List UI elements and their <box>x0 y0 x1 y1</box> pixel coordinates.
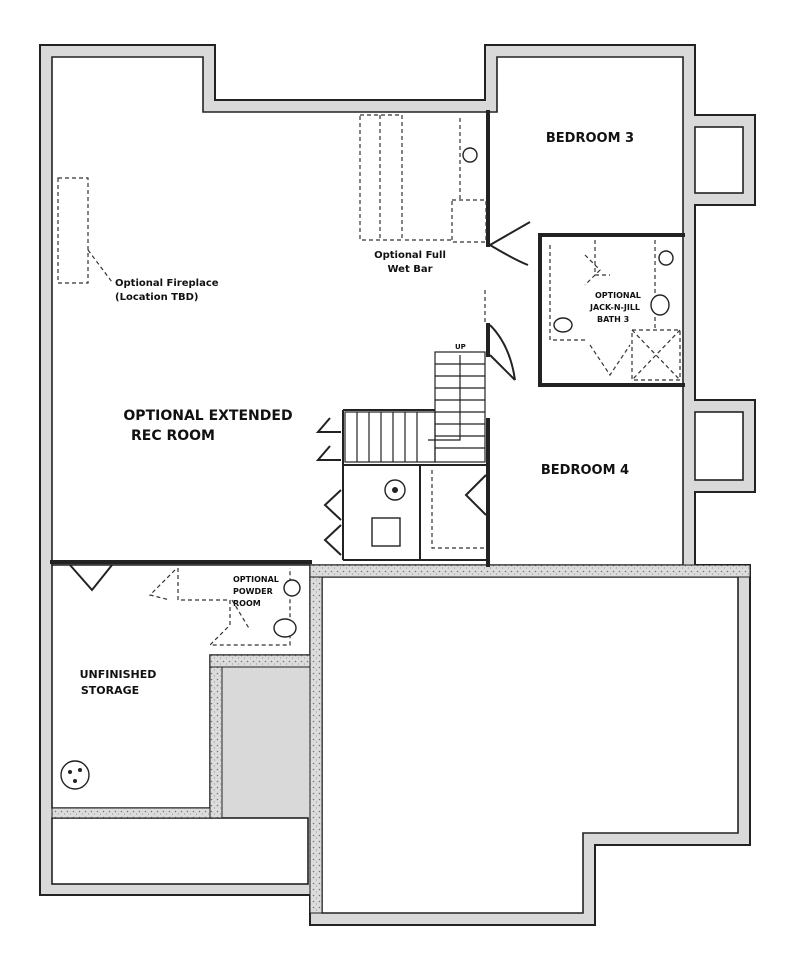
rec-room-label-2: REC ROOM <box>131 428 215 444</box>
optional-dashed-elements <box>57 114 681 646</box>
rec-room-label-1: OPTIONAL EXTENDED <box>123 408 292 424</box>
interior-walls <box>50 110 685 567</box>
fireplace-note-2: (Location TBD) <box>115 292 198 303</box>
bath-note-3: BATH 3 <box>597 315 629 324</box>
bath-note-1: OPTIONAL <box>595 291 641 300</box>
stair-up-label: UP <box>455 343 466 351</box>
bath-note-2: JACK-N-JILL <box>589 303 640 312</box>
room-labels: BEDROOM 3 BEDROOM 4 OPTIONAL EXTENDED RE… <box>80 131 635 697</box>
bedroom-4-label: BEDROOM 4 <box>541 463 629 478</box>
staircase <box>344 351 486 463</box>
powder-sink-icon <box>283 579 301 597</box>
wet-bar-sink-icon <box>462 147 478 163</box>
furnace-icon <box>371 517 401 547</box>
vanity-sink-icon <box>658 250 674 266</box>
toilet-icon <box>650 294 670 316</box>
wetbar-note-2: Wet Bar <box>387 264 432 275</box>
bedroom-3-label: BEDROOM 3 <box>546 131 634 146</box>
powder-note-1: OPTIONAL <box>233 575 279 584</box>
powder-toilet-icon <box>273 618 297 638</box>
note-labels: Optional Fireplace (Location TBD) Option… <box>115 250 641 608</box>
vanity-sink-2-icon <box>553 317 573 333</box>
sump-pump-icon <box>60 760 90 790</box>
fixtures <box>60 147 674 790</box>
storage-label-1: UNFINISHED <box>80 668 157 681</box>
fireplace-note-1: Optional Fireplace <box>115 278 219 289</box>
wetbar-note-1: Optional Full <box>374 250 446 261</box>
storage-label-2: STORAGE <box>81 684 139 697</box>
doors <box>69 221 531 601</box>
powder-note-3: ROOM <box>233 599 261 608</box>
powder-note-2: POWDER <box>233 587 273 596</box>
